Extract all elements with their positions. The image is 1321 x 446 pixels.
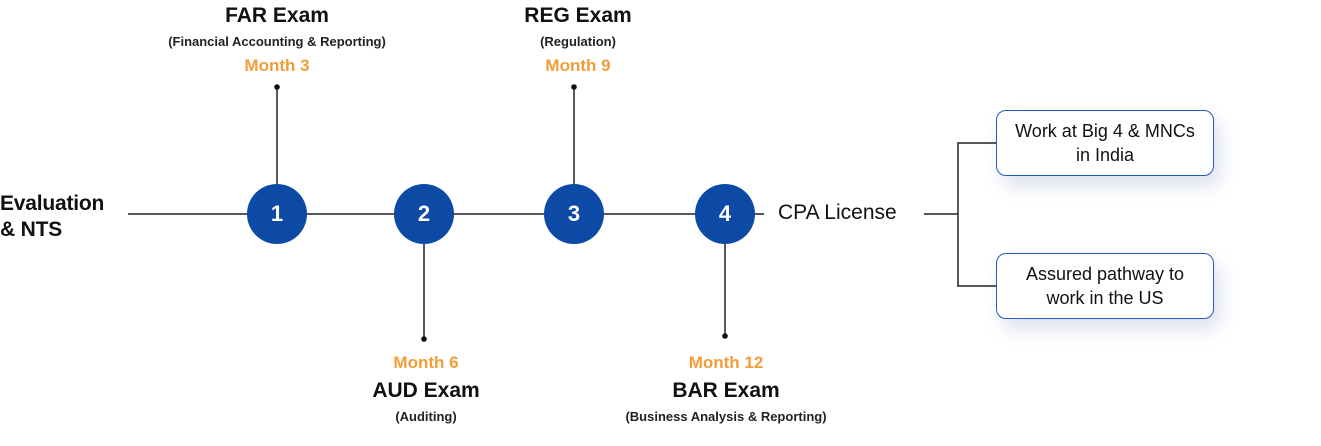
step-1-info: FAR Exam (Financial Accounting & Reporti… [117, 3, 437, 77]
start-label: Evaluation & NTS [0, 191, 104, 243]
step-1-exam-name: FAR Exam [225, 4, 329, 27]
step-4-info: Month 12 BAR Exam (Business Analysis & R… [566, 352, 886, 426]
step-4-exam-name: BAR Exam [672, 379, 780, 402]
step-4-stem-dot [722, 333, 728, 339]
outcome-bracket [957, 142, 996, 287]
step-2-info: Month 6 AUD Exam (Auditing) [266, 352, 586, 426]
step-3-circle: 3 [544, 184, 604, 244]
step-4-month: Month 12 [688, 353, 764, 372]
step-3-exam-full-name: (Regulation) [540, 34, 616, 49]
start-label-line2: & NTS [0, 218, 63, 241]
step-4-circle: 4 [695, 184, 755, 244]
step-1-month: Month 3 [244, 56, 310, 75]
cpa-license-label: CPA License [778, 201, 897, 224]
step-4-exam-full-name: (Business Analysis & Reporting) [625, 409, 827, 424]
step-1-stem-dot [274, 84, 280, 90]
outcome-india-text: Work at Big 4 & MNCs in India [1015, 121, 1195, 165]
step-1-circle: 1 [247, 184, 307, 244]
step-3-exam-name: REG Exam [524, 4, 632, 27]
step-2-stem-dot [421, 336, 427, 342]
step-3-info: REG Exam (Regulation) Month 9 [418, 3, 738, 77]
outcome-box-india: Work at Big 4 & MNCs in India [996, 110, 1214, 176]
step-2-exam-name: AUD Exam [372, 379, 480, 402]
outcome-us-text: Assured pathway to work in the US [1025, 264, 1185, 308]
step-3-stem-dot [571, 84, 577, 90]
step-2-exam-full-name: (Auditing) [395, 409, 457, 424]
step-2-month: Month 6 [393, 353, 459, 372]
outcome-box-us: Assured pathway to work in the US [996, 253, 1214, 319]
start-label-line1: Evaluation [0, 192, 105, 215]
step-3-month: Month 9 [545, 56, 611, 75]
step-2-circle: 2 [394, 184, 454, 244]
step-1-exam-full-name: (Financial Accounting & Reporting) [168, 34, 386, 49]
